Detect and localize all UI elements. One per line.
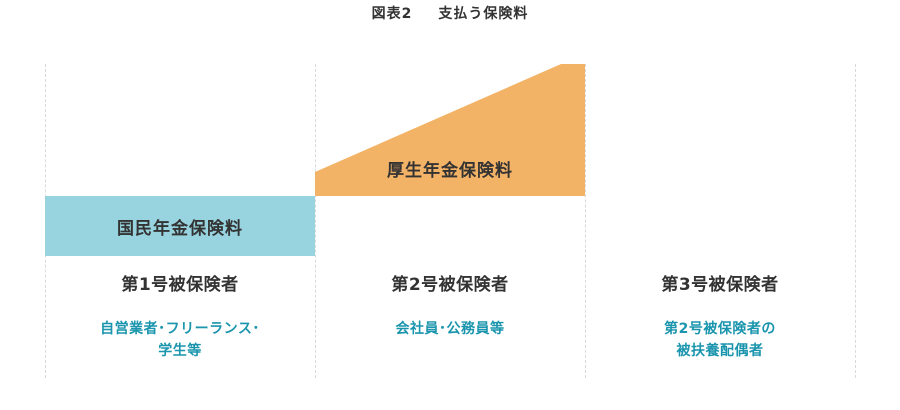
column-category-3: 第3号被保険者 第2号被保険者の 被扶養配偶者 — [585, 270, 855, 362]
column-description: 第2号被保険者の 被扶養配偶者 — [585, 318, 855, 362]
employee-pension-band — [315, 64, 585, 196]
figure-title: 図表2 支払う保険料 — [0, 3, 900, 23]
description-line: 自営業者･フリーランス･ — [100, 321, 260, 337]
column-description: 自営業者･フリーランス･ 学生等 — [45, 318, 315, 362]
column-category-2: 第2号被保険者 会社員･公務員等 — [315, 270, 585, 340]
description-line: 学生等 — [158, 343, 202, 359]
national-pension-label: 国民年金保険料 — [117, 219, 243, 239]
column-description: 会社員･公務員等 — [315, 318, 585, 340]
column-divider — [585, 64, 586, 378]
column-heading: 第2号被保険者 — [391, 275, 509, 295]
column-heading: 第3号被保険者 — [661, 275, 779, 295]
figure-title-text: 支払う保険料 — [438, 6, 529, 22]
description-line: 会社員･公務員等 — [395, 321, 505, 337]
column-category-1: 第1号被保険者 自営業者･フリーランス･ 学生等 — [45, 270, 315, 362]
column-divider — [315, 64, 316, 378]
figure-number: 図表2 — [371, 6, 413, 22]
column-divider — [855, 64, 856, 378]
description-line: 被扶養配偶者 — [676, 343, 764, 359]
national-pension-band — [45, 196, 315, 256]
employee-pension-label: 厚生年金保険料 — [387, 161, 513, 181]
description-line: 第2号被保険者の — [664, 321, 776, 337]
column-heading: 第1号被保険者 — [121, 275, 239, 295]
